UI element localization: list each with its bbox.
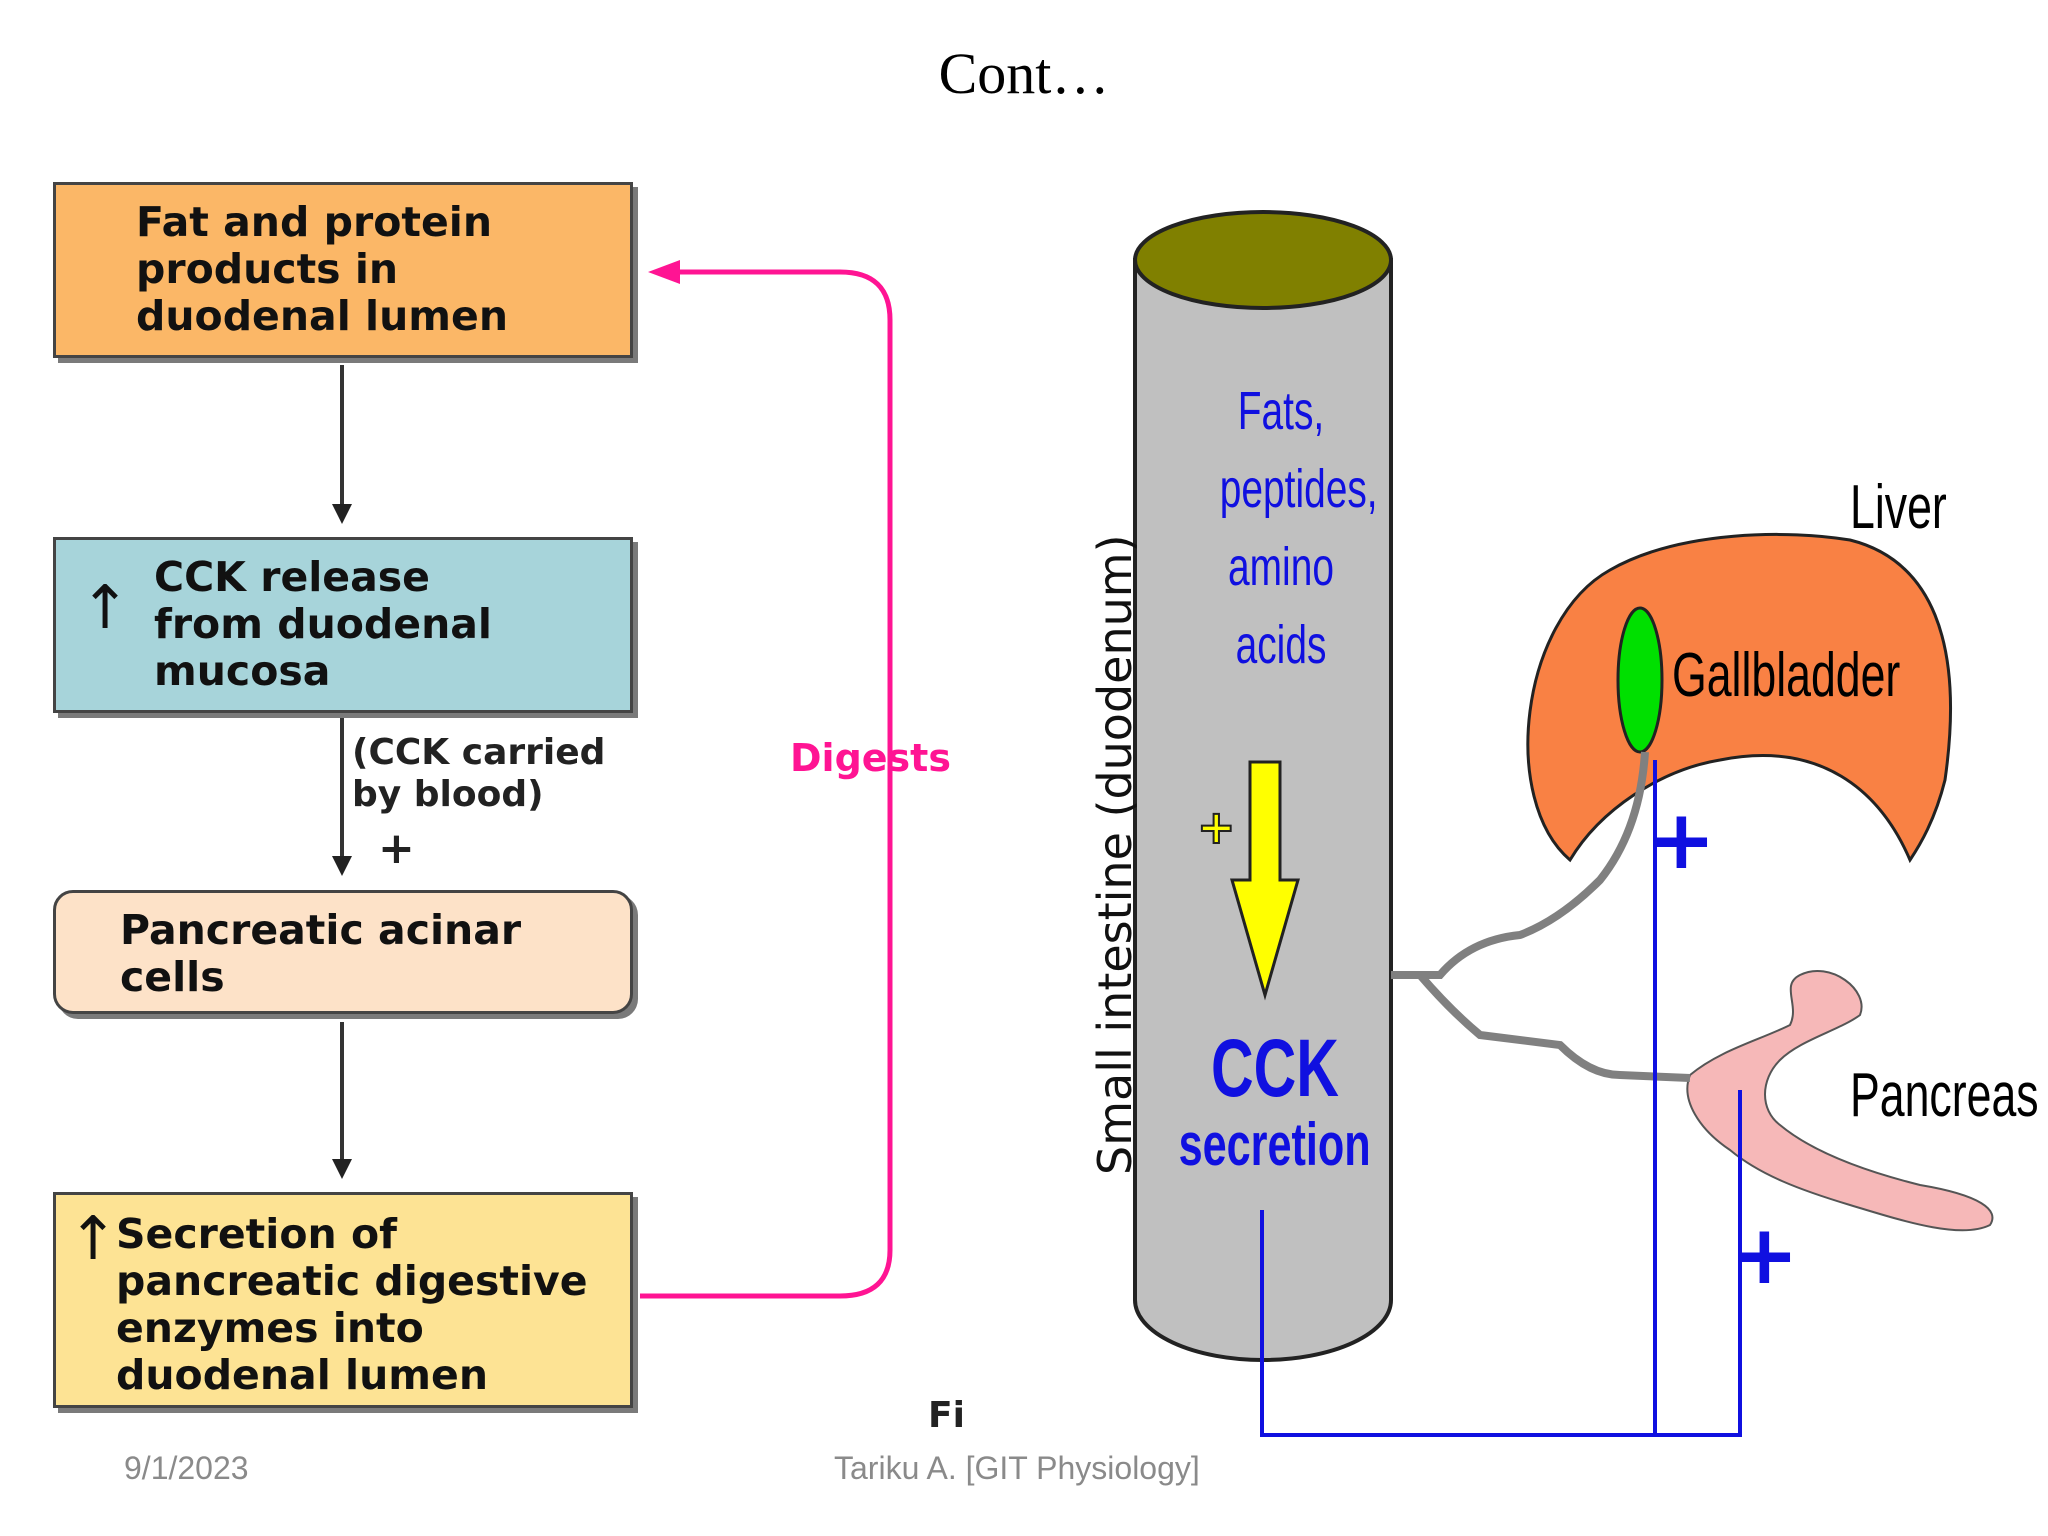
nutrient-acids: acids — [1235, 615, 1327, 675]
nutrient-amino: amino — [1228, 537, 1334, 597]
cck-label: CCK — [1211, 1023, 1339, 1114]
cck-blood-note: (CCK carried by blood) — [352, 732, 606, 815]
increase-arrow-icon: ↑ — [80, 573, 131, 643]
footer-date: 9/1/2023 — [124, 1450, 249, 1486]
feedback-arrowhead — [648, 260, 680, 284]
feedback-label: Digests — [790, 736, 951, 780]
nutrient-list: Fats, peptides, amino acids — [1196, 372, 1378, 684]
box-enzyme-secretion: ↑ Secretion of pancreatic digestive enzy… — [53, 1192, 633, 1408]
box-fat-protein-text: Fat and protein products in duodenal lum… — [136, 198, 509, 340]
intestine-label: Small intestine (duodenum) — [1088, 415, 1142, 1175]
box-pancreatic-acinar: Pancreatic acinar cells — [53, 890, 633, 1014]
secretion-label: secretion — [1178, 1111, 1371, 1178]
nutrient-fats: Fats, — [1237, 381, 1325, 441]
stimulus-arrow — [1230, 760, 1300, 1001]
gallbladder-plus: + — [1647, 793, 1716, 888]
slide-title: Cont… — [938, 41, 1110, 106]
box-enzyme-secretion-text: Secretion of pancreatic digestive enzyme… — [116, 1210, 588, 1399]
pancreatic-duct — [1416, 972, 1691, 1082]
pancreas-plus: + — [1730, 1208, 1799, 1303]
intestine-top — [1133, 210, 1393, 310]
intestine-label-text: Small intestine (duodenum) — [1088, 534, 1142, 1175]
feedback-loop — [640, 269, 893, 1299]
figure-label: Fi — [928, 1395, 965, 1436]
stimulatory-plus: + — [378, 823, 415, 874]
footer-author: Tariku A. [GIT Physiology] — [834, 1450, 1200, 1486]
cck-blood-pathway — [1260, 1090, 1742, 1437]
pancreas-label: Pancreas — [1850, 1061, 2039, 1130]
yellow-plus: + — [1196, 799, 1237, 855]
gallbladder-shape — [1616, 606, 1664, 754]
box-cck-release: ↑ CCK release from duodenal mucosa — [53, 537, 633, 713]
gallbladder-label: Gallbladder — [1672, 641, 1901, 710]
liver-label: Liver — [1850, 473, 1947, 542]
box-cck-release-text: CCK release from duodenal mucosa — [154, 553, 492, 695]
box-pancreatic-acinar-text: Pancreatic acinar cells — [120, 906, 522, 1001]
box-fat-protein: Fat and protein products in duodenal lum… — [53, 182, 633, 358]
nutrient-peptides: peptides, — [1219, 459, 1378, 519]
bile-duct — [1391, 751, 1649, 979]
pancreas-shape — [1686, 969, 1994, 1232]
increase-arrow-icon: ↑ — [68, 1204, 119, 1274]
